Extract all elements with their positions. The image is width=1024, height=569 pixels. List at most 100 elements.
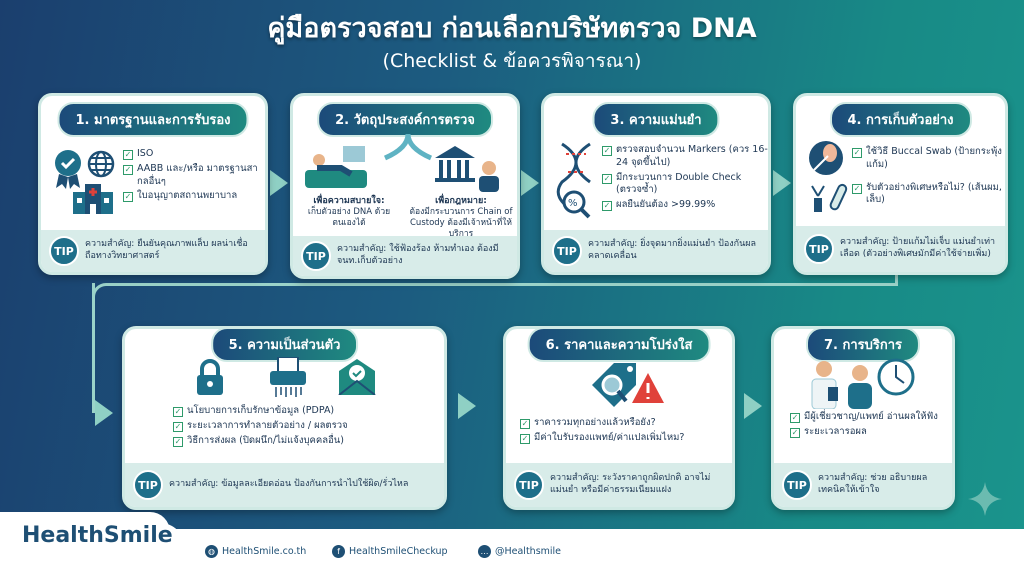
checkbox-icon: ✓ xyxy=(123,192,133,203)
buccal-swab-icon xyxy=(809,141,843,175)
secure-mail-icon xyxy=(338,359,376,395)
website-link[interactable]: ◍HealthSmile.co.th xyxy=(205,545,306,558)
healthsmile-logo: HealthSmile xyxy=(18,523,185,548)
connector-line-top xyxy=(92,283,898,303)
checkbox-icon: ✓ xyxy=(852,183,862,194)
card-title: 6. ราคาและความโปร่งใส xyxy=(527,329,711,362)
checklist-item: ✓AABB และ/หรือ มาตรฐานสากลอื่นๆ xyxy=(123,162,258,187)
tip-box: TIP ความสำคัญ: ช่วย อธิบายผลเทคนิคให้เข้า… xyxy=(774,463,952,507)
checklist-item: ✓ผลยืนยันต้อง >99.99% xyxy=(602,199,716,212)
tip-box: TIP ความสำคัญ: ระวังราคาถูกผิดปกติ อาจไม่… xyxy=(506,463,732,507)
card-title: 1. มาตรฐานและการรับรอง xyxy=(57,102,249,137)
hospital-icon xyxy=(73,184,113,214)
checklist: ✓มีผู้เชี่ยวชาญ/แพทย์ อ่านผลให้ฟัง ✓ระยะ… xyxy=(790,411,950,441)
card-standards: 1. มาตรฐานและการรับรอง ✓ISO ✓AABB และ/หร… xyxy=(38,93,268,275)
checklist-item: ✓ใบอนุญาตสถานพยาบาล xyxy=(123,190,238,203)
tip-badge: TIP xyxy=(133,470,163,500)
card-title: 2. วัตถุประสงค์การตรวจ xyxy=(317,102,493,137)
tip-badge: TIP xyxy=(514,470,544,500)
checkbox-icon: ✓ xyxy=(602,173,612,184)
checklist-item: ✓มีค่าใบรับรองแพทย์/ค่าแปลเพิ่มไหม? xyxy=(520,431,685,444)
card-service: 7. การบริการ ✓มีผู้เชี่ยวชาญ/แพทย์ อ่านผ… xyxy=(771,326,955,510)
checkbox-icon: ✓ xyxy=(173,421,183,432)
shredder-icon xyxy=(270,357,306,397)
arrow-5-6 xyxy=(458,393,476,419)
checklist-item: ✓ใช้วิธี Buccal Swab (ป้ายกระพุ้งแก้ม) xyxy=(852,146,1002,170)
doctor-consultation-icon xyxy=(811,358,915,409)
globe-icon xyxy=(87,150,115,178)
line-icon: … xyxy=(478,545,491,558)
tip-text: ความสำคัญ: ยิ่งจุดมากยิ่งแม่นยำ ป้องกันผ… xyxy=(588,239,757,261)
arrow-6-7 xyxy=(744,393,762,419)
globe-icon: ◍ xyxy=(205,545,218,558)
checkbox-icon: ✓ xyxy=(173,436,183,447)
tip-text: ความสำคัญ: ข้อมูลละเอียดอ่อน ป้องกันการน… xyxy=(169,479,409,490)
price-tag-alert-icon xyxy=(592,363,664,407)
checklist: ✓นโยบายการเก็บรักษาข้อมูล (PDPA) ✓ระยะเว… xyxy=(173,405,433,449)
checklist: ✓ISO ✓AABB และ/หรือ มาตรฐานสากลอื่นๆ ✓ใบ… xyxy=(123,148,265,205)
courthouse-lawyer-icon xyxy=(435,146,499,192)
checkbox-icon: ✓ xyxy=(602,146,612,156)
checklist-item: ✓ราคารวมทุกอย่างแล้วหรือยัง? xyxy=(520,417,656,429)
checklist-item: ✓ระยะเวลาการทำลายตัวอย่าง / ผลตรวจ xyxy=(173,419,348,432)
card-accuracy: 3. ความแม่นยำ % ✓ตรวจสอบจำนวน Markers (ค… xyxy=(541,93,771,275)
tip-badge: TIP xyxy=(49,236,79,266)
checkbox-icon: ✓ xyxy=(123,150,133,160)
relaxing-person-icon xyxy=(305,146,367,188)
checklist-item: ✓มีกระบวนการ Double Check (ตรวจซ้ำ) xyxy=(602,171,742,196)
page-title: คู่มือตรวจสอบ ก่อนเลือกบริษัทตรวจ DNA xyxy=(267,13,757,44)
card-title: 3. ความแม่นยำ xyxy=(592,102,720,137)
lock-icon xyxy=(197,359,223,395)
arrow-4-5 xyxy=(95,400,113,426)
tip-badge: TIP xyxy=(301,241,331,271)
checklist: ✓ใช้วิธี Buccal Swab (ป้ายกระพุ้งแก้ม) ✓… xyxy=(852,146,1005,209)
checklist-item: ✓ตรวจสอบจำนวน Markers (ควร 16-24 จุดขึ้น… xyxy=(602,144,768,168)
checklist-item: ✓รับตัวอย่างพิเศษหรือไม่? (เส้นผม, เล็บ) xyxy=(852,181,1002,206)
tip-badge: TIP xyxy=(782,470,812,500)
checkbox-icon: ✓ xyxy=(520,419,530,429)
checkbox-icon: ✓ xyxy=(790,427,800,438)
sparkle-icon xyxy=(968,482,1002,516)
checkbox-icon: ✓ xyxy=(520,433,530,444)
arrow-2-3 xyxy=(521,170,539,196)
dna-magnifier-icon: % xyxy=(556,142,591,219)
arrow-3-4 xyxy=(773,170,791,196)
card-title: 4. การเก็บตัวอย่าง xyxy=(829,102,972,137)
card-purpose: 2. วัตถุประสงค์การตรวจ เพื่อความสบายใจ: … xyxy=(290,93,520,279)
svg-text:%: % xyxy=(568,198,578,209)
split-arrow-icon xyxy=(383,134,433,161)
tip-badge: TIP xyxy=(804,234,834,264)
tip-box: TIP ความสำคัญ: ใช้ฟ้องร้อง ห้ามทำเอง ต้อง… xyxy=(293,236,517,276)
card-pricing: 6. ราคาและความโปร่งใส ✓ราคารวมทุกอย่างแล… xyxy=(503,326,735,510)
line-link[interactable]: …@Healthsmile xyxy=(478,545,561,558)
card-privacy: 5. ความเป็นส่วนตัว ✓นโยบายการเก็บรักษาข้… xyxy=(122,326,447,510)
personal-purpose: เพื่อความสบายใจ: เก็บตัวอย่าง DNA ด้วยตน… xyxy=(307,196,391,228)
checkbox-icon: ✓ xyxy=(602,201,612,212)
tip-text: ความสำคัญ: ใช้ฟ้องร้อง ห้ามทำเอง ต้องมีจ… xyxy=(337,244,499,266)
checkbox-icon: ✓ xyxy=(123,164,133,175)
connector-line xyxy=(92,283,898,413)
arrow-1-2 xyxy=(270,170,288,196)
tip-box: TIP ความสำคัญ: ป้ายแก้มไม่เจ็บ แม่นยำเท่า… xyxy=(796,226,1005,272)
checkbox-icon: ✓ xyxy=(173,407,183,417)
legal-purpose: เพื่อกฎหมาย: ต้องมีกระบวนการ Chain of Cu… xyxy=(409,196,513,239)
certified-badge-icon xyxy=(55,150,81,189)
tip-text: ความสำคัญ: ช่วย อธิบายผลเทคนิคให้เข้าใจ xyxy=(818,473,928,495)
checklist: ✓ราคารวมทุกอย่างแล้วหรือยัง? ✓มีค่าใบรับ… xyxy=(520,417,732,447)
tip-text: ความสำคัญ: ระวังราคาถูกผิดปกติ อาจไม่แม่… xyxy=(550,473,711,495)
connector-line-right xyxy=(895,270,898,286)
checklist-item: ✓ISO xyxy=(123,148,154,160)
checklist: ✓ตรวจสอบจำนวน Markers (ควร 16-24 จุดขึ้น… xyxy=(602,144,768,214)
checklist-item: ✓วิธีการส่งผล (ปิดผนึก/ไม่แจ้งบุคคลอื่น) xyxy=(173,434,344,447)
page-subtitle: (Checklist & ข้อควรพิจารณา) xyxy=(382,50,642,72)
card-sample-collection: 4. การเก็บตัวอย่าง ✓ใช้วิธี Buccal Swab … xyxy=(793,93,1008,275)
tip-text: ความสำคัญ: ป้ายแก้มไม่เจ็บ แม่นยำเท่าเลื… xyxy=(840,237,996,259)
checklist-item: ✓มีผู้เชี่ยวชาญ/แพทย์ อ่านผลให้ฟัง xyxy=(790,411,938,423)
checklist-item: ✓นโยบายการเก็บรักษาข้อมูล (PDPA) xyxy=(173,405,335,417)
card-title: 7. การบริการ xyxy=(805,329,921,362)
checkbox-icon: ✓ xyxy=(790,413,800,423)
checkbox-icon: ✓ xyxy=(852,148,862,158)
